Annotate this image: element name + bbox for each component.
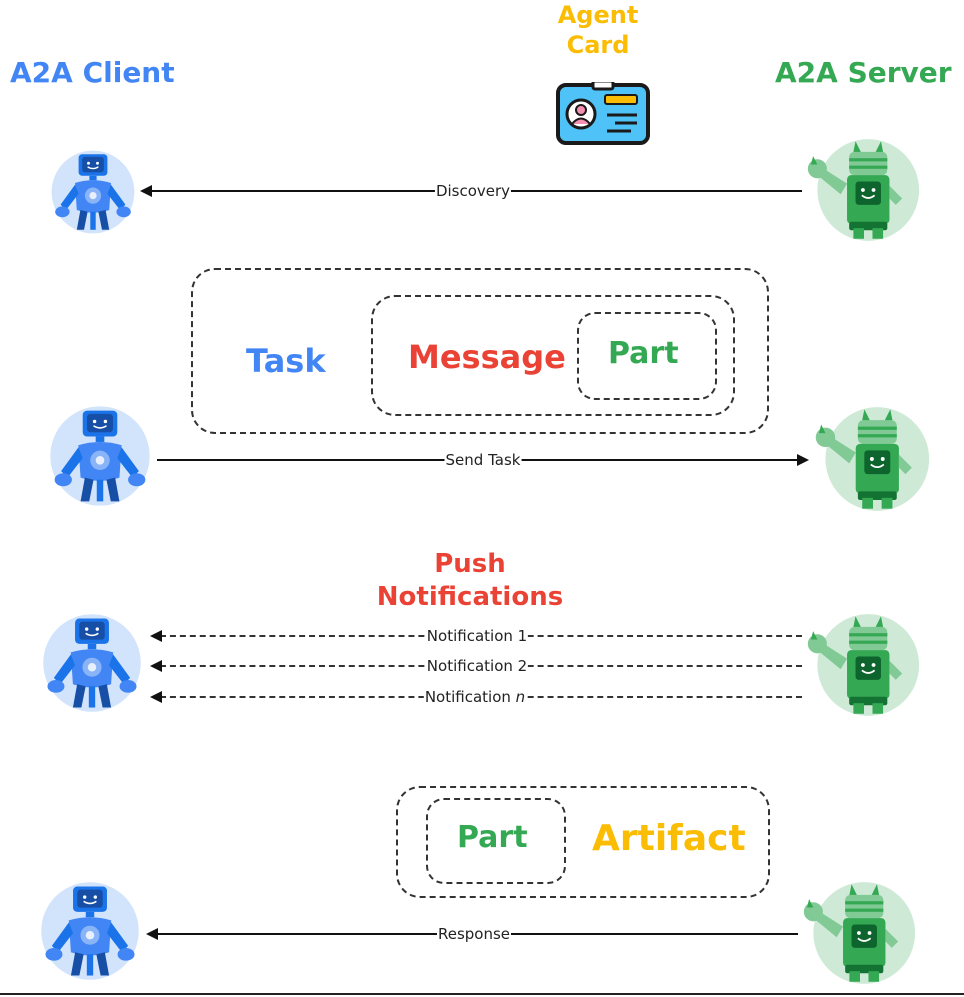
notification-n-label: Notification n: [423, 688, 527, 706]
client-robot-icon: [42, 613, 142, 713]
notification-1-label: Notification 1: [425, 627, 529, 645]
send-task-arrowhead: [797, 454, 809, 466]
discovery-label: Discovery: [434, 182, 512, 200]
notification-2-label: Notification 2: [425, 657, 529, 675]
server-robot-icon: [802, 881, 916, 985]
discovery-arrowhead: [140, 185, 152, 197]
response-label: Response: [436, 925, 512, 943]
agent-card-title: Agent Card: [520, 0, 676, 60]
notification-n-prefix: Notification: [424, 688, 516, 706]
notification-n-arrowhead: [150, 691, 162, 703]
server-robot-icon: [806, 138, 920, 242]
client-robot-icon: [40, 881, 140, 981]
task-label: Task: [246, 342, 326, 380]
push-title-line2: Notifications: [376, 582, 564, 612]
client-title: A2A Client: [10, 56, 175, 89]
agent-card-title-line1: Agent: [557, 1, 639, 29]
artifact-label: Artifact: [592, 818, 746, 859]
push-title-line1: Push: [434, 549, 506, 579]
server-robot-icon: [814, 406, 931, 512]
id-card-icon: [556, 82, 650, 145]
client-robot-icon: [49, 405, 151, 507]
server-robot-icon: [806, 613, 920, 717]
agent-card-title-line2: Card: [566, 31, 630, 59]
client-robot-icon: [50, 149, 136, 235]
send-task-label: Send Task: [444, 451, 522, 469]
artifact-box: [396, 786, 770, 898]
task-part-box: [577, 312, 717, 400]
artifact-part-label: Part: [457, 820, 528, 855]
message-label: Message: [408, 338, 566, 376]
task-box: [191, 268, 769, 434]
bottom-border: [0, 993, 964, 995]
response-arrowhead: [146, 928, 158, 940]
artifact-part-box: [426, 798, 566, 884]
task-part-label: Part: [608, 336, 679, 371]
server-title: A2A Server: [775, 56, 952, 89]
message-box: [371, 295, 735, 416]
notification-n-var: n: [515, 688, 526, 706]
notification-1-arrowhead: [150, 630, 162, 642]
notification-2-arrowhead: [150, 660, 162, 672]
push-notifications-title: Push Notifications: [340, 548, 600, 614]
